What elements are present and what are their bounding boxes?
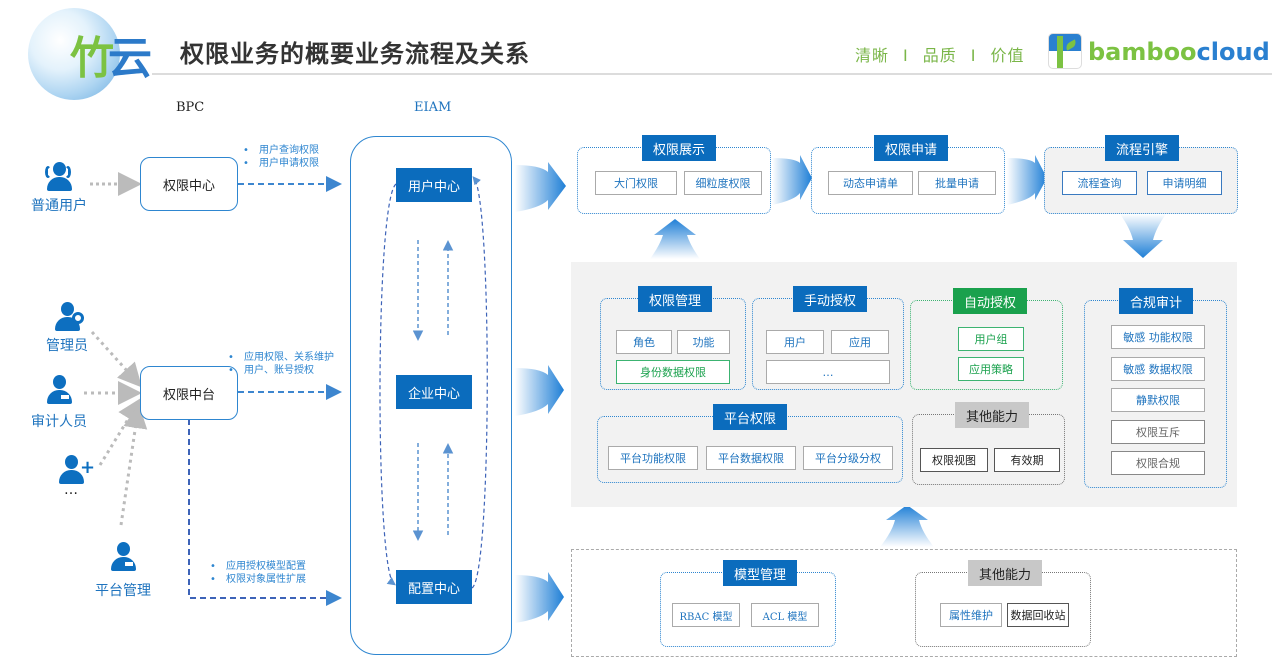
eiam-label: EIAM: [414, 100, 452, 115]
panel-auto-grant: 自动授权 用户组 应用策略: [910, 288, 1063, 390]
actor-platform-admin: 平台管理: [90, 542, 156, 600]
chip[interactable]: 权限互斥: [1111, 420, 1205, 444]
chip[interactable]: 权限视图: [920, 448, 988, 472]
panel-model-management: 模型管理 RBAC 模型 ACL 模型: [660, 560, 836, 647]
chip[interactable]: 应用策略: [958, 357, 1024, 381]
platform-admin-icon: [108, 542, 138, 572]
panel-permission-management: 权限管理 角色 功能 身份数据权限: [600, 286, 746, 390]
chip[interactable]: 用户: [766, 330, 824, 354]
chip[interactable]: 申请明细: [1147, 171, 1222, 195]
chip[interactable]: 静默权限: [1111, 388, 1205, 412]
chip[interactable]: 角色: [616, 330, 672, 354]
flow-arrow-down: [1120, 214, 1166, 258]
panel-workflow-engine: 流程引擎 流程查询 申请明细: [1044, 135, 1238, 214]
chip[interactable]: 批量申请: [918, 171, 996, 195]
panel-manual-grant: 手动授权 用户 应用 …: [752, 286, 904, 390]
bpc-label: BPC: [176, 100, 205, 115]
eiam-config-center[interactable]: 配置中心: [396, 570, 472, 604]
flow-arrow-up: [650, 219, 700, 259]
chip[interactable]: 大门权限: [595, 171, 677, 195]
group-user-icon: [44, 162, 74, 192]
flow-arrow-right: [772, 155, 812, 205]
panel-platform-permission: 平台权限 平台功能权限 平台数据权限 平台分级分权: [597, 404, 903, 483]
actor-more: + …: [40, 455, 102, 498]
chip[interactable]: 细粒度权限: [684, 171, 762, 195]
auditor-icon: [44, 375, 74, 405]
chip[interactable]: 应用: [831, 330, 889, 354]
chip[interactable]: 平台分级分权: [803, 446, 893, 470]
chip[interactable]: RBAC 模型: [672, 603, 740, 627]
chip[interactable]: 平台数据权限: [706, 446, 796, 470]
eiam-frame: [350, 136, 512, 655]
actor-auditor: 审计人员: [28, 375, 90, 431]
panel-permission-apply: 权限申请 动态申请单 批量申请: [811, 135, 1005, 214]
admin-gear-icon: [52, 302, 84, 332]
chip[interactable]: …: [766, 360, 890, 384]
config-bullets: 应用授权模型配置 权限对象属性扩展: [210, 560, 306, 586]
eiam-user-center[interactable]: 用户中心: [396, 168, 472, 202]
chip[interactable]: 身份数据权限: [616, 360, 730, 384]
flow-arrow-right: [515, 572, 564, 623]
panel-compliance-audit: 合规审计 敏感 功能权限 敏感 数据权限 静默权限 权限互斥 权限合规: [1084, 288, 1227, 488]
header-divider: [152, 73, 1272, 75]
center-bullets: 用户查询权限 用户申请权限: [243, 144, 319, 170]
bamboo-logo-icon: [1048, 33, 1082, 69]
chip[interactable]: 流程查询: [1062, 171, 1137, 195]
chip[interactable]: 属性维护: [940, 603, 1002, 627]
foundation-area: [571, 549, 1237, 657]
chip[interactable]: 用户组: [958, 327, 1024, 351]
platform-bullets: 应用权限、关系维护 用户、账号授权: [228, 351, 334, 377]
add-user-icon: +: [56, 455, 95, 485]
chip[interactable]: 功能: [677, 330, 730, 354]
eiam-enterprise-center[interactable]: 企业中心: [396, 375, 472, 409]
flow-arrow-right: [515, 162, 566, 212]
page-title: 权限业务的概要业务流程及关系: [180, 40, 530, 68]
company-logo-mark: 竹云: [70, 33, 152, 84]
chip[interactable]: 有效期: [994, 448, 1060, 472]
globe-logo: [28, 8, 120, 100]
actor-normal-user: 普通用户: [28, 162, 90, 215]
chip[interactable]: 敏感 数据权限: [1111, 357, 1205, 381]
panel-permission-display: 权限展示 大门权限 细粒度权限: [577, 135, 771, 214]
chip[interactable]: 敏感 功能权限: [1111, 325, 1205, 349]
actor-admin: 管理员: [36, 302, 98, 355]
panel-other-capabilities-bottom: 其他能力 属性维护 数据回收站: [915, 560, 1091, 647]
permission-center-box[interactable]: 权限中心: [140, 157, 238, 211]
flow-arrow-right: [1007, 155, 1047, 205]
brand-logo-text: bamboocloud: [1088, 38, 1270, 66]
flow-arrow-up: [880, 505, 934, 547]
panel-other-capabilities: 其他能力 权限视图 有效期: [912, 402, 1065, 485]
chip[interactable]: 动态申请单: [828, 171, 913, 195]
chip[interactable]: 权限合规: [1111, 451, 1205, 475]
flow-arrow-right: [515, 365, 564, 416]
chip[interactable]: 平台功能权限: [608, 446, 698, 470]
chip[interactable]: 数据回收站: [1007, 603, 1069, 627]
permission-platform-box[interactable]: 权限中台: [140, 366, 238, 420]
chip[interactable]: ACL 模型: [751, 603, 819, 627]
